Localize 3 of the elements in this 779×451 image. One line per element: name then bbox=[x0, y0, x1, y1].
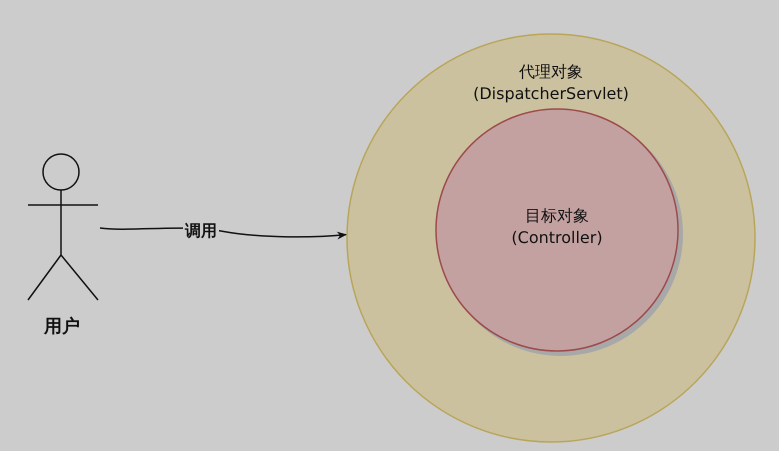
person-label: 用户 bbox=[42, 316, 81, 338]
circle-label: 目标对象 (Controller) bbox=[510, 205, 604, 249]
circle-label: 代理对象 (DispatcherServlet) bbox=[472, 61, 630, 105]
